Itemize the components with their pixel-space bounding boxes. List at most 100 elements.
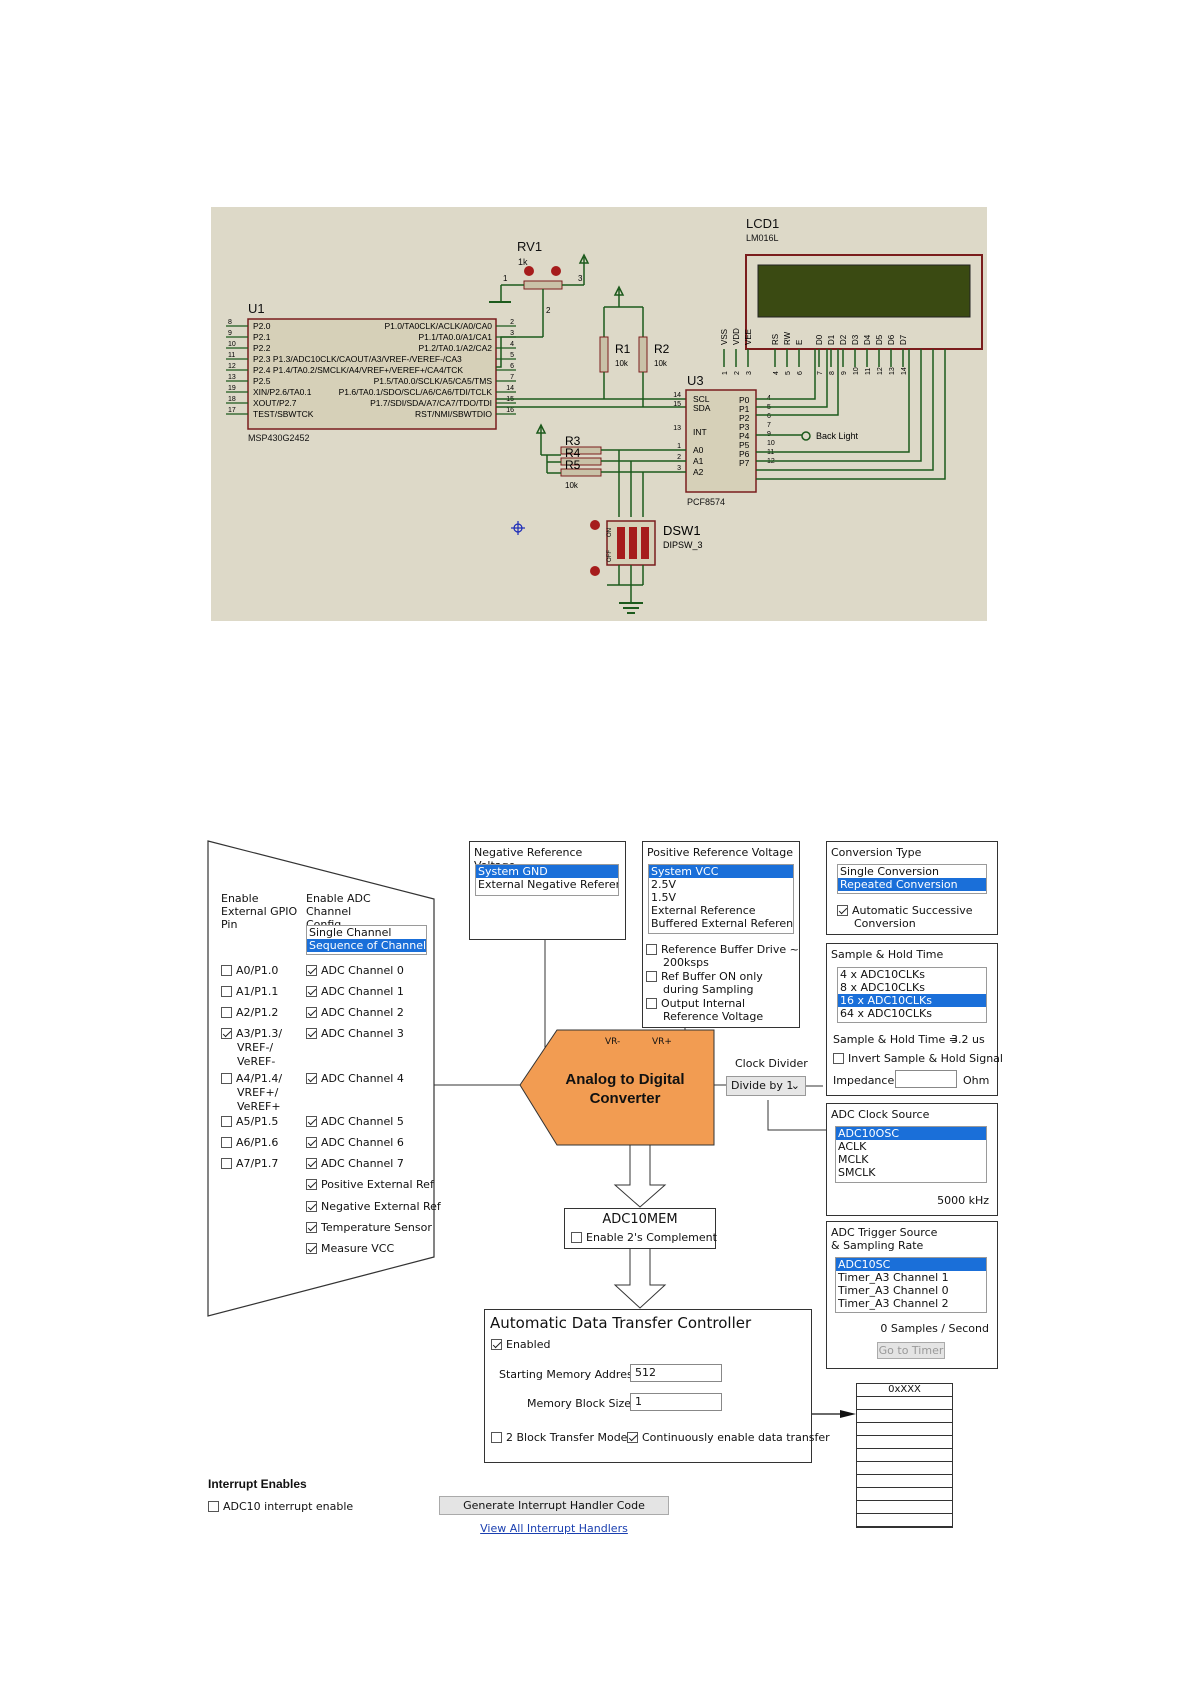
memory-table-row — [857, 1488, 952, 1501]
option-repeated-conversion[interactable]: Repeated Conversion — [838, 878, 986, 891]
gpio-pin-checkbox[interactable]: A4/P1.4/ — [221, 1072, 282, 1085]
channel-config-list[interactable]: Single Channel Sequence of Channels — [306, 925, 427, 955]
r2-ref: R2 — [654, 342, 670, 356]
chevron-down-icon: ⌄ — [790, 1079, 800, 1092]
posref-checkbox[interactable]: Reference Buffer Drive ~ — [646, 943, 799, 956]
u1-pin-label: P2.2 — [253, 343, 271, 353]
memory-table-header: 0xXXX — [857, 1384, 952, 1397]
option-single-channel[interactable]: Single Channel — [309, 926, 392, 939]
option-system-gnd[interactable]: System GND — [476, 865, 618, 878]
option-single-conversion[interactable]: Single Conversion — [840, 865, 939, 878]
clock-divider-select[interactable]: Divide by 1⌄ — [726, 1076, 806, 1096]
adc-channel-checkbox[interactable]: ADC Channel 4 — [306, 1072, 404, 1085]
posref-checkbox[interactable]: Output Internal — [646, 997, 745, 1010]
list-option[interactable]: Buffered External Referenc — [651, 917, 794, 930]
list-option[interactable]: External Reference — [651, 904, 756, 917]
auto-successive-checkbox[interactable]: Automatic Successive — [837, 904, 973, 917]
continuous-transfer-checkbox[interactable]: Continuously enable data transfer — [627, 1431, 830, 1444]
u3-ref: U3 — [687, 373, 704, 388]
conversion-type-list[interactable]: Single Conversion Repeated Conversion — [837, 864, 987, 894]
gpio-pin-checkbox[interactable]: A0/P1.0 — [221, 964, 278, 977]
neg-ref-list[interactable]: System GND External Negative Referenc — [475, 864, 619, 896]
list-option[interactable]: 8 x ADC10CLKs — [840, 981, 925, 994]
gpio-pin-checkbox[interactable]: A3/P1.3/ — [221, 1027, 282, 1040]
gpio-pin-checkbox[interactable]: A1/P1.1 — [221, 985, 278, 998]
probe-dot — [551, 266, 561, 276]
list-option[interactable]: Timer_A3 Channel 0 — [838, 1284, 949, 1297]
gpio-pin-checkbox[interactable]: A7/P1.7 — [221, 1157, 278, 1170]
gpio-pin-checkbox[interactable]: A6/P1.6 — [221, 1136, 278, 1149]
dtc-panel: Automatic Data Transfer Controller Enabl… — [484, 1309, 830, 1463]
adc-channel-checkbox[interactable]: ADC Channel 1 — [306, 985, 404, 998]
adc-channel-checkbox[interactable]: ADC Channel 5 — [306, 1115, 404, 1128]
svg-text:1: 1 — [503, 274, 508, 283]
adc-channel-checkbox[interactable]: Temperature Sensor — [306, 1221, 432, 1234]
view-all-handlers-link[interactable]: View All Interrupt Handlers — [480, 1522, 628, 1535]
lcd-pin-number: 2 — [734, 371, 741, 375]
lcd-pin-label: D2 — [839, 334, 848, 345]
list-option[interactable]: 1.5V — [651, 891, 677, 904]
adc10mem-box: ADC10MEM Enable 2's Complement — [564, 1208, 717, 1249]
list-option[interactable]: ADC10OSC — [836, 1127, 986, 1140]
u3-pin-number: 3 — [677, 465, 681, 472]
probe-dot — [524, 266, 534, 276]
adc-channel-checkbox[interactable]: ADC Channel 0 — [306, 964, 404, 977]
list-option[interactable]: MCLK — [838, 1153, 869, 1166]
list-option[interactable]: 64 x ADC10CLKs — [840, 1007, 932, 1020]
option-ext-neg-ref[interactable]: External Negative Referenc — [478, 878, 619, 891]
list-option[interactable]: Timer_A3 Channel 2 — [838, 1297, 949, 1310]
list-option[interactable]: 16 x ADC10CLKs — [838, 994, 986, 1007]
list-option[interactable]: System VCC — [649, 865, 793, 878]
two-block-checkbox[interactable]: 2 Block Transfer Mode — [491, 1431, 627, 1444]
dsw1-model: DIPSW_3 — [663, 540, 703, 550]
lcd-pin-number: 9 — [841, 371, 848, 375]
go-to-timer-button[interactable]: Go to Timer — [877, 1342, 945, 1359]
u1-pin-number: 19 — [228, 385, 236, 392]
list-option[interactable]: SMCLK — [838, 1166, 876, 1179]
dtc-enabled-checkbox[interactable]: Enabled — [491, 1338, 550, 1351]
adc-channel-checkbox[interactable]: Measure VCC — [306, 1242, 394, 1255]
adc-channel-checkbox[interactable]: Positive External Ref — [306, 1178, 434, 1191]
start-address-input[interactable]: 512 — [630, 1364, 722, 1382]
invert-sh-checkbox[interactable]: Invert Sample & Hold Signal — [833, 1052, 1003, 1065]
list-option[interactable]: 4 x ADC10CLKs — [840, 968, 925, 981]
adc-channel-checkbox[interactable]: Negative External Ref — [306, 1200, 441, 1213]
twos-complement-checkbox[interactable]: Enable 2's Complement — [571, 1231, 717, 1244]
lcd-pin-label: D3 — [851, 334, 860, 345]
block-size-input[interactable]: 1 — [630, 1393, 722, 1411]
adc-channel-checkbox[interactable]: ADC Channel 2 — [306, 1006, 404, 1019]
adc10-interrupt-checkbox[interactable]: ADC10 interrupt enable — [208, 1500, 353, 1513]
impedance-input[interactable] — [895, 1070, 957, 1088]
generate-handler-button[interactable]: Generate Interrupt Handler Code — [439, 1496, 669, 1515]
u1-pin-number: 10 — [228, 341, 236, 348]
panel-title: Conversion Type — [831, 846, 922, 859]
option-sequence[interactable]: Sequence of Channels — [307, 939, 427, 952]
list-option[interactable]: ACLK — [838, 1140, 867, 1153]
vr-minus-label: VR- — [605, 1037, 621, 1047]
adc-channel-checkbox[interactable]: ADC Channel 6 — [306, 1136, 404, 1149]
vr-plus-label: VR+ — [652, 1037, 672, 1047]
posref-checkbox[interactable]: Ref Buffer ON only — [646, 970, 763, 983]
lcd-pin-label: D1 — [827, 334, 836, 345]
u1-pin-number: 16 — [506, 407, 514, 414]
adc-channel-checkbox[interactable]: ADC Channel 7 — [306, 1157, 404, 1170]
u1-pin-number: 17 — [228, 407, 236, 414]
panel-title: ADC Clock Source — [831, 1108, 930, 1121]
u3-model: PCF8574 — [687, 497, 725, 507]
list-option[interactable]: ADC10SC — [836, 1258, 986, 1271]
gpio-pin-checkbox[interactable]: A2/P1.2 — [221, 1006, 278, 1019]
u3-pin-number: 15 — [673, 401, 681, 408]
u1-pin-label: XIN/P2.6/TA0.1 — [253, 387, 312, 397]
lcd-screen — [757, 264, 971, 318]
gpio-pin-checkbox[interactable]: A5/P1.5 — [221, 1115, 278, 1128]
list-option[interactable]: 2.5V — [651, 878, 677, 891]
adc-channel-checkbox[interactable]: ADC Channel 3 — [306, 1027, 404, 1040]
list-option[interactable]: Timer_A3 Channel 1 — [838, 1271, 949, 1284]
u3-pin-label: P5 — [739, 440, 750, 450]
u1-pin-number: 8 — [228, 319, 232, 326]
